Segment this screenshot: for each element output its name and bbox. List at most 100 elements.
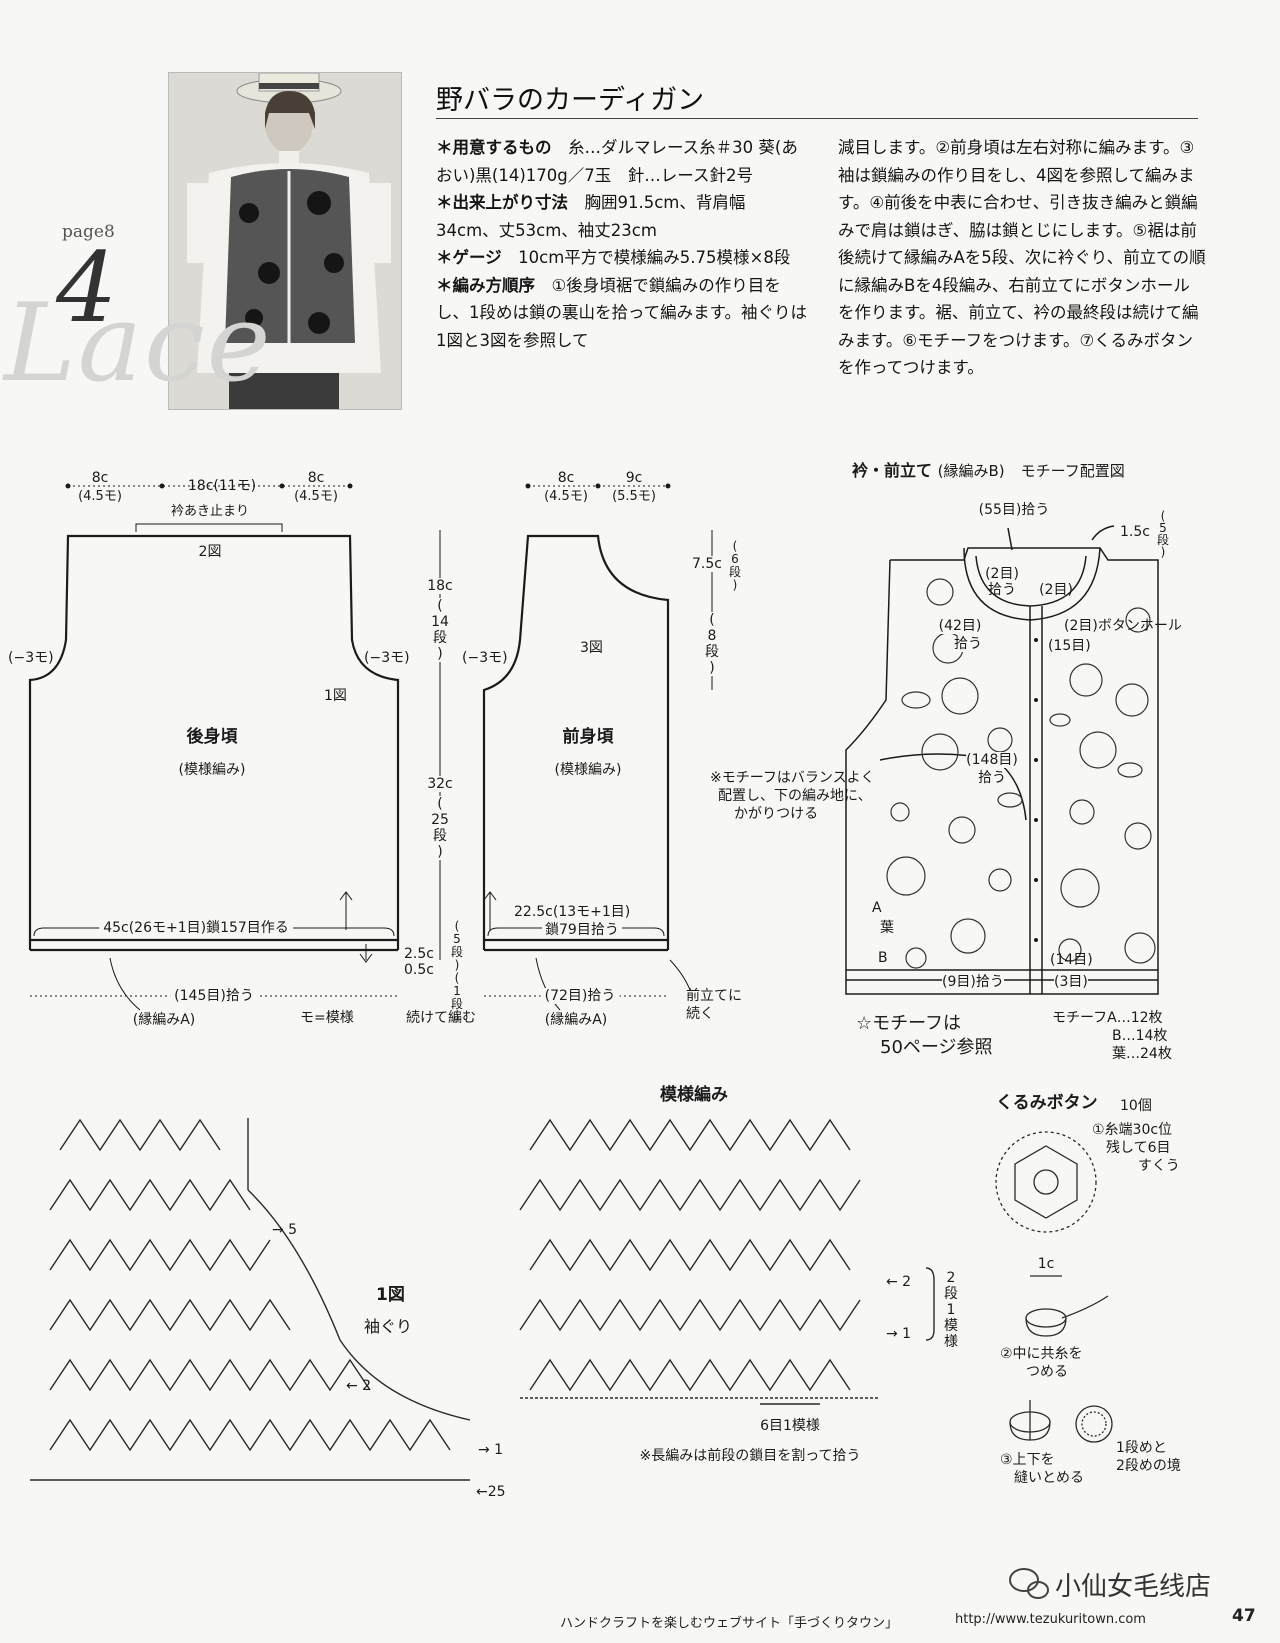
height-18c: 18c bbox=[427, 578, 453, 595]
page-number: 47 bbox=[1232, 1606, 1256, 1626]
button-step-3b: 縫いとめる bbox=[1014, 1470, 1084, 1486]
collar-pick-55: (55目)拾う bbox=[978, 502, 1050, 518]
front-neck-height: 7.5c bbox=[692, 556, 722, 573]
button-step-2a: ②中に共糸を bbox=[1000, 1346, 1083, 1362]
back-dim-left-sub: (4.5モ) bbox=[78, 489, 122, 504]
pick-42: (42目) bbox=[938, 618, 982, 635]
button-step-4b: 2段めの境 bbox=[1116, 1458, 1181, 1474]
neck-stop-label: 衿あき止まり bbox=[170, 504, 250, 519]
knitting-order: ＊編み方順序 ①後身頃裾で鎖編みの作り目をし、1段めは鎖の裏山を拾って編みます。… bbox=[436, 275, 808, 350]
back-left-dec: (−3モ) bbox=[8, 650, 54, 666]
stitch-chart bbox=[519, 1118, 935, 1405]
watermark: 小仙女毛线店 bbox=[1055, 1572, 1212, 1602]
collar-pick-2a: (2目) bbox=[985, 566, 1019, 582]
motif-a-count: モチーフA…12枚 bbox=[1052, 1010, 1163, 1026]
stitch-row-2: ← 2 bbox=[886, 1274, 912, 1290]
fig1-subtitle: 袖ぐり bbox=[364, 1317, 413, 1336]
gauge: ＊ゲージ 10cm平方で模様編み5.75模様×8段 bbox=[436, 248, 791, 267]
page-reference: page8 bbox=[62, 222, 115, 242]
fig1-title: 1図 bbox=[376, 1285, 405, 1305]
button-step-1b: 残して6目 bbox=[1106, 1140, 1171, 1156]
materials: ＊用意するもの 糸…ダルマレース糸＃30 葵(あおい)黒(14)170g／7玉 … bbox=[436, 138, 798, 185]
stitch-row-1: → 1 bbox=[886, 1326, 912, 1342]
fig3-label: 3図 bbox=[580, 640, 603, 656]
lace-script: Lace bbox=[4, 281, 273, 406]
instructions-left: ＊用意するもの 糸…ダルマレース糸＃30 葵(あおい)黒(14)170g／7玉 … bbox=[436, 134, 808, 354]
back-edge: (縁編みA) bbox=[132, 1012, 196, 1028]
height-32c: 32c bbox=[427, 776, 453, 793]
finished-size: ＊出来上がり寸法 胸囲91.5cm、背肩幅34cm、丈53cm、袖丈23cm bbox=[436, 193, 746, 240]
collar-title: 衿・前立て (縁編みB) モチーフ配置図 bbox=[852, 461, 1125, 480]
pick-148-sub: 拾う bbox=[978, 770, 1006, 787]
back-body-name: 後身頃 bbox=[186, 727, 238, 747]
armhole-chart bbox=[30, 1118, 471, 1481]
front-body-name: 前身頃 bbox=[562, 727, 614, 747]
motif-b-label: B bbox=[878, 950, 888, 966]
front-body-pattern: (模様編み) bbox=[554, 762, 622, 778]
motif-note-2: 配置し、下の編み地に、 bbox=[718, 788, 872, 804]
fig1-row-5: → 5 bbox=[272, 1222, 298, 1238]
pick-42-sub: 拾う bbox=[954, 636, 982, 653]
front-dim-left: 8c bbox=[557, 470, 575, 486]
wechat-icon bbox=[1009, 1568, 1049, 1599]
motif-ref-2: 50ページ参照 bbox=[880, 1037, 993, 1058]
stitch-title: 模様編み bbox=[660, 1085, 728, 1105]
collar-pick-2b: (2目) bbox=[1039, 582, 1073, 598]
fig2-label: 2図 bbox=[198, 544, 222, 560]
model-photo bbox=[168, 72, 402, 410]
title-rule bbox=[436, 118, 1198, 119]
rows-14: (14目) bbox=[1050, 952, 1093, 968]
front-pick: (72目)拾う bbox=[540, 988, 620, 1005]
fig1-row-1: → 1 bbox=[478, 1442, 504, 1458]
legend-mo: モ=模様 bbox=[300, 1010, 354, 1026]
stitch-note: ※長編みは前段の鎖目を割って拾う bbox=[639, 1448, 861, 1464]
buttonhole: (2目)ボタンホール bbox=[1064, 618, 1182, 634]
fig1-row-2: ← 2 bbox=[346, 1378, 372, 1394]
back-right-dec: (−3モ) bbox=[364, 650, 410, 666]
front-dim-right-sub: (5.5モ) bbox=[612, 489, 656, 504]
item-number: 4 bbox=[56, 232, 118, 344]
rows-3: (3目) bbox=[1054, 974, 1088, 991]
pick-148: (148目) bbox=[966, 752, 1018, 769]
front-edge: (縁編みA) bbox=[544, 1012, 608, 1028]
to-front-band-2: 続く bbox=[686, 1006, 714, 1022]
edge-2-5c: 2.5c bbox=[404, 946, 434, 962]
motif-b-count: B…14枚 bbox=[1112, 1028, 1168, 1044]
footer-site: ハンドクラフトを楽しむウェブサイト「手づくりタウン」 bbox=[560, 1616, 899, 1631]
footer-url[interactable]: http://www.tezukuritown.com bbox=[955, 1612, 1146, 1627]
back-pick: (145目)拾う bbox=[170, 988, 258, 1005]
back-base: 45c(26モ+1目)鎖157目作る bbox=[99, 920, 293, 937]
edge-0-5c: 0.5c bbox=[404, 962, 434, 978]
front-base-2: 鎖79目拾う bbox=[542, 922, 622, 939]
pick-9: (9目)拾う bbox=[942, 974, 1004, 991]
pattern-title: 野バラのカーディガン bbox=[436, 85, 705, 116]
rows-15: (15目) bbox=[1048, 638, 1091, 654]
button-step-4a: 1段めと bbox=[1116, 1440, 1167, 1456]
front-dim-left-sub: (4.5モ) bbox=[544, 489, 588, 504]
button-step-3a: ③上下を bbox=[1000, 1452, 1055, 1468]
button-step-2b: つめる bbox=[1026, 1364, 1068, 1380]
button-count: 10個 bbox=[1120, 1098, 1152, 1114]
collar-pick-2a-sub: 拾う bbox=[988, 582, 1016, 598]
leaf-count: 葉…24枚 bbox=[1112, 1046, 1172, 1062]
motif-note-3: かがりつける bbox=[734, 806, 819, 822]
motif-layout-outline bbox=[845, 547, 1159, 995]
continue-knit: 続けて編む bbox=[406, 1010, 476, 1026]
fig1-row-25: ←25 bbox=[476, 1484, 506, 1500]
motif-note-1: ※モチーフはバランスよく bbox=[710, 770, 875, 786]
to-front-band: 前立てに bbox=[686, 988, 742, 1004]
back-dim-left: 8c bbox=[91, 470, 109, 486]
fig1-ref: 1図 bbox=[324, 688, 347, 704]
back-body-pattern: (模様編み) bbox=[178, 762, 246, 778]
button-step-1a: ①糸端30c位 bbox=[1092, 1122, 1173, 1138]
button-step-1c: すくう bbox=[1138, 1158, 1180, 1174]
instructions-right: 減目します。②前身頃は左右対称に編みます。③袖は鎖編みの作り目をし、4図を参照し… bbox=[838, 138, 1206, 377]
motif-flowers bbox=[886, 578, 1156, 969]
